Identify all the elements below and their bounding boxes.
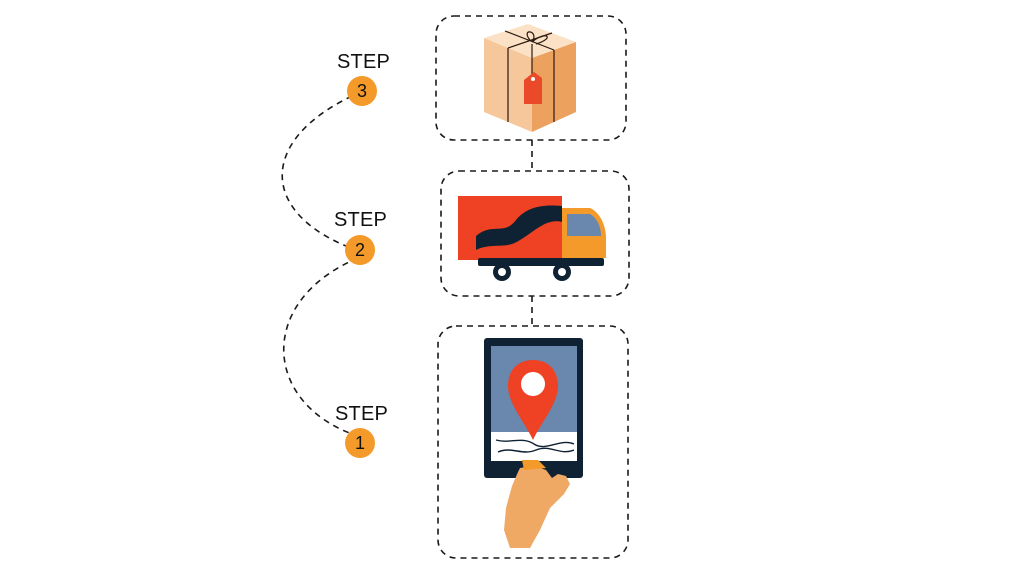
step-1-frame <box>437 325 629 559</box>
step-2-label: STEP <box>334 209 388 231</box>
hand-icon <box>504 466 570 548</box>
step-3-number-badge: 3 <box>347 76 377 106</box>
delivery-truck-icon <box>458 196 606 281</box>
step-2-frame <box>440 170 630 297</box>
step-2-number-badge: 2 <box>345 235 375 265</box>
step-1-label: STEP <box>335 403 389 425</box>
step-connector-path <box>281 95 359 435</box>
step-3-label: STEP <box>337 51 391 73</box>
step-1-number-badge: 1 <box>345 428 375 458</box>
tablet-map-pin-icon <box>484 338 583 548</box>
package-box-icon <box>484 24 576 132</box>
step-3-frame <box>435 15 627 141</box>
